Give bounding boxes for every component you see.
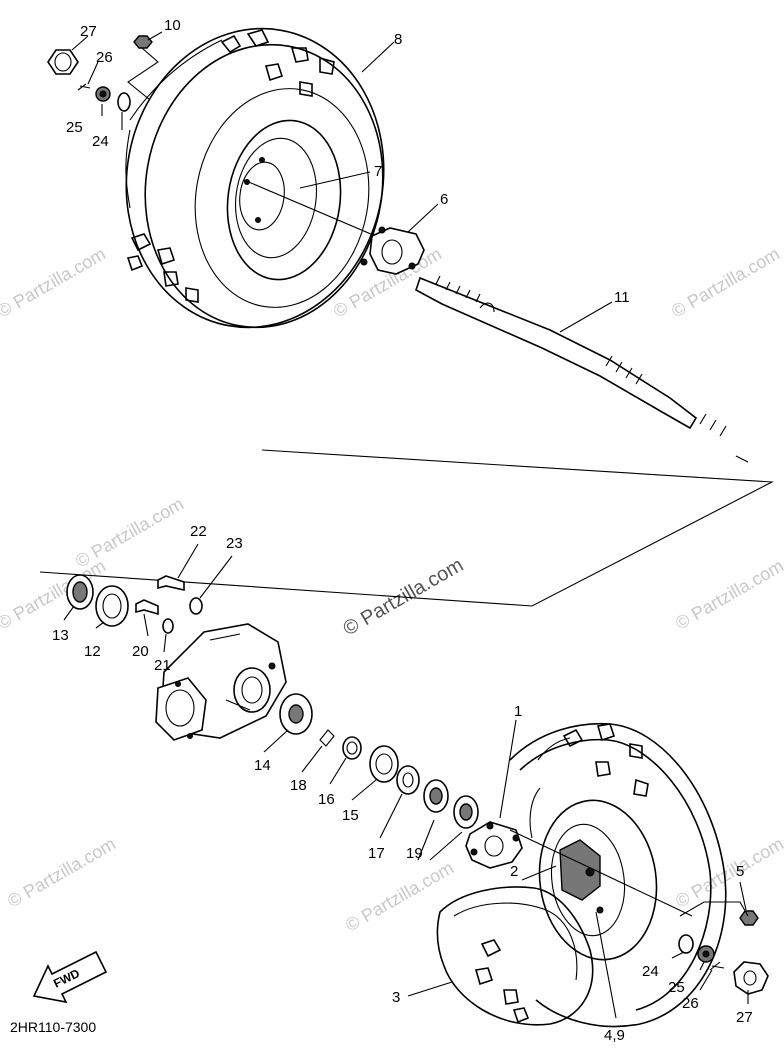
bottom-nut-stack [678,901,769,995]
watermark: © Partzilla.com [72,493,187,571]
bearing-stack [279,693,479,861]
callout-labels: 27 10 26 25 24 8 7 6 11 22 23 13 12 20 2… [52,17,753,1044]
callout-25: 25 [66,119,83,136]
callout-24b: 24 [642,963,659,980]
callout-1: 1 [514,703,522,720]
callout-27: 27 [80,23,97,40]
callout-21: 21 [154,657,171,674]
fwd-arrow-icon: FWD [32,950,108,1004]
callout-23: 23 [226,535,243,552]
callout-3: 3 [392,989,400,1006]
callout-12: 12 [84,643,101,660]
assembly-plane [39,449,775,607]
gear-case [155,623,287,741]
callout-10: 10 [164,17,181,34]
leader-lines [63,31,749,1019]
callout-15: 15 [342,807,359,824]
callout-20: 20 [132,643,149,660]
callout-11: 11 [614,289,630,306]
hub-1 [465,821,523,869]
callout-19: 19 [406,845,423,862]
hub-6 [360,226,425,275]
watermark: © Partzilla.com [342,857,457,935]
top-nut-stack [47,35,159,112]
callout-5: 5 [736,863,744,880]
callout-13: 13 [52,627,69,644]
callout-26b: 26 [682,995,699,1012]
axle-11 [415,275,749,463]
bottom-wheel [436,722,727,1028]
callout-6: 6 [440,191,448,208]
callout-27b: 27 [736,1009,753,1026]
callout-26: 26 [96,49,113,66]
callout-22: 22 [190,523,207,540]
callout-14: 14 [254,757,271,774]
diagram-code: 2HR110-7300 [10,1019,96,1035]
callout-17: 17 [368,845,385,862]
callout-18: 18 [290,777,307,794]
watermark: © Partzilla.com [668,243,783,321]
watermark: © Partzilla.com [4,833,119,911]
callout-25b: 25 [668,979,685,996]
callout-24: 24 [92,133,109,150]
top-wheel [125,27,386,329]
callout-8: 8 [394,31,402,48]
watermark: © Partzilla.com [672,555,784,633]
watermark: © Partzilla.com [0,243,109,321]
callout-2: 2 [510,863,518,880]
callout-4-9: 4,9 [604,1027,625,1044]
callout-16: 16 [318,791,335,808]
callout-7: 7 [374,163,382,180]
seals-bearings-left [66,574,203,634]
watermark: © Partzilla.com [672,833,784,911]
